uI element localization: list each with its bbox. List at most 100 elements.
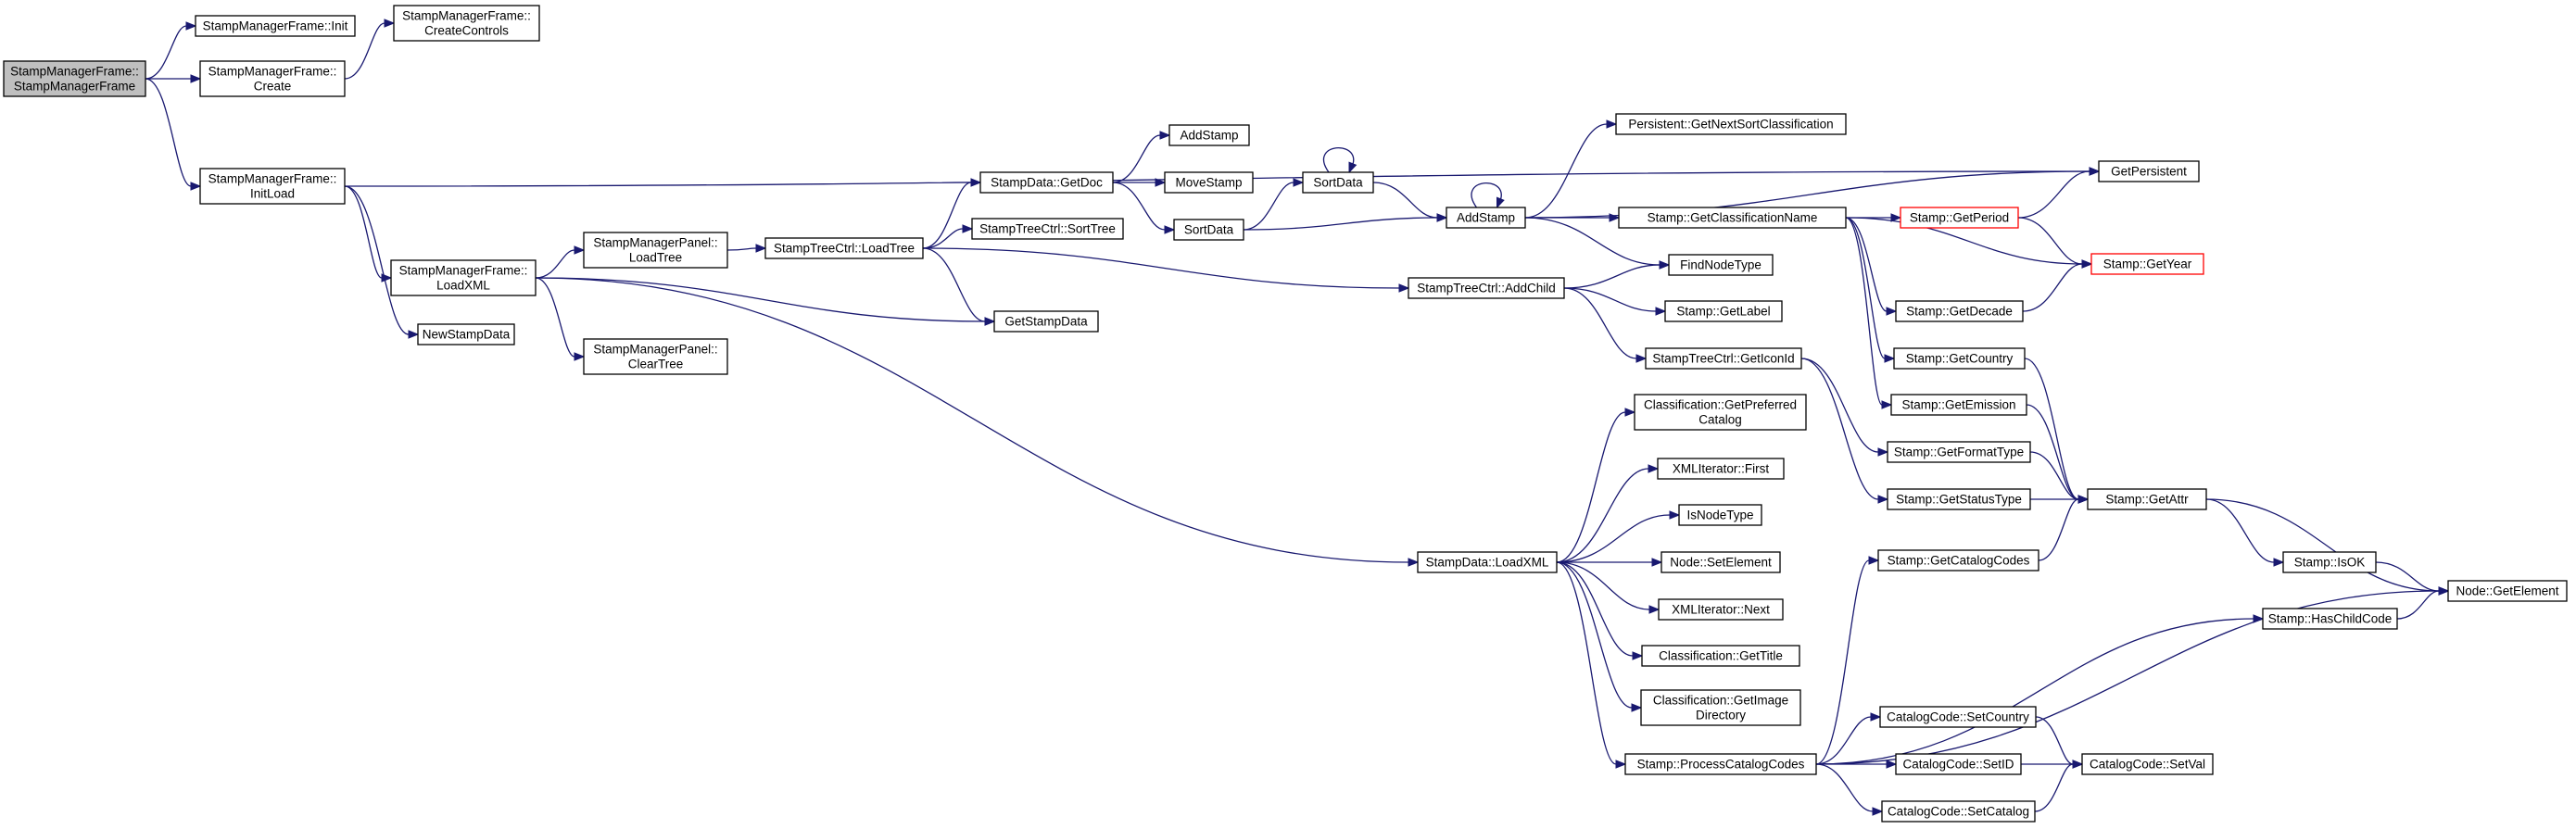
edge-stamp-processcat-to-stamp-haschildcode (1815, 614, 2265, 765)
node-stamp-getcountry[interactable]: Stamp::GetCountry (1893, 347, 2026, 370)
edge-sortdata1-to-addstamp (1372, 182, 1448, 222)
node-sd-getdoc[interactable]: StampData::GetDoc (979, 171, 1114, 194)
node-label: StampTreeCtrl::LoadTree (774, 242, 915, 256)
node-sortdata2[interactable]: SortData (1173, 219, 1244, 241)
node-label: StampTreeCtrl::AddChild (1417, 282, 1556, 295)
node-label: CatalogCode::SetID (1902, 758, 2014, 772)
node-label: SortData (1184, 223, 1234, 237)
node-box (1173, 219, 1244, 241)
node-smf-create[interactable]: StampManagerFrame::Create (199, 60, 346, 97)
node-stc-addchild[interactable]: StampTreeCtrl::AddChild (1408, 277, 1565, 299)
node-isnodetype[interactable]: IsNodeType (1678, 504, 1762, 526)
node-box (1168, 124, 1250, 146)
node-stamp-getemission[interactable]: Stamp::GetEmission (1890, 394, 2027, 416)
node-label: InitLoad (250, 187, 295, 201)
edge-stc-addchild-to-stamp-getlabel (1563, 287, 1667, 316)
node-addstamp-leaf[interactable]: AddStamp (1168, 124, 1250, 146)
node-box (1408, 277, 1565, 299)
node-stamp-getperiod[interactable]: Stamp::GetPeriod (1900, 207, 2019, 229)
node-box (1678, 504, 1762, 526)
node-stamp-getdecade[interactable]: Stamp::GetDecade (1895, 300, 2024, 322)
node-label: ClearTree (628, 358, 684, 371)
node-stamp-getcatcodes[interactable]: Stamp::GetCatalogCodes (1877, 549, 2039, 572)
node-stamp-getclassname[interactable]: Stamp::GetClassificationName (1618, 207, 1847, 229)
node-label: StampManagerFrame:: (208, 65, 337, 79)
node-node-getelement[interactable]: Node::GetElement (2447, 580, 2568, 602)
node-smp-cleartree[interactable]: StampManagerPanel::ClearTree (583, 338, 728, 375)
edge-smf-loadxml-to-smp-loadtree (535, 245, 586, 279)
node-stc-loadtree[interactable]: StampTreeCtrl::LoadTree (764, 237, 924, 259)
edge-stamp-processcat-to-cc-setid (1816, 760, 1898, 769)
node-stamp-processcat[interactable]: Stamp::ProcessCatalogCodes (1624, 753, 1817, 775)
edge-stamp-getperiod-to-stamp-getyear (2017, 217, 2093, 269)
node-box (1895, 300, 2024, 322)
node-movestamp[interactable]: MoveStamp (1164, 171, 1254, 194)
node-newstampdata[interactable]: NewStampData (417, 323, 515, 345)
node-box (764, 237, 924, 259)
node-getpersistent[interactable]: GetPersistent (2098, 160, 2200, 182)
node-label: Stamp::IsOK (2294, 556, 2366, 570)
edge-cc-setcatalog-to-cc-setval (2034, 760, 2084, 812)
node-persistent-gnsc[interactable]: Persistent::GetNextSortClassification (1615, 113, 1847, 135)
node-box (195, 15, 356, 37)
node-label: NewStampData (423, 328, 511, 342)
node-sd-loadxml[interactable]: StampData::LoadXML (1417, 551, 1558, 573)
node-findnodetype[interactable]: FindNodeType (1668, 254, 1774, 276)
node-box (1618, 207, 1847, 229)
node-cc-setcatalog[interactable]: CatalogCode::SetCatalog (1881, 800, 2036, 823)
node-class-gettitle[interactable]: Classification::GetTitle (1641, 645, 1800, 667)
node-stamp-getyear[interactable]: Stamp::GetYear (2090, 253, 2204, 275)
node-label: Stamp::GetDecade (1906, 305, 2013, 319)
node-label: Stamp::ProcessCatalogCodes (1637, 758, 1805, 772)
node-box (2090, 253, 2204, 275)
node-smf-init[interactable]: StampManagerFrame::Init (195, 15, 356, 37)
edge-sd-getdoc-to-addstamp-leaf (1112, 131, 1171, 183)
node-stamp-getformattype[interactable]: Stamp::GetFormatType (1887, 441, 2031, 463)
node-stc-geticonid[interactable]: StampTreeCtrl::GetIconId (1645, 347, 1802, 370)
node-sortdata1[interactable]: SortData (1302, 171, 1374, 194)
node-box (993, 310, 1099, 333)
node-stamp-getattr[interactable]: Stamp::GetAttr (2087, 488, 2207, 510)
edge-sd-loadxml-to-class-gettitle (1556, 561, 1644, 660)
node-stamp-getlabel[interactable]: Stamp::GetLabel (1664, 300, 1783, 322)
node-getstampdata[interactable]: GetStampData (993, 310, 1099, 333)
edge-stamp-getclassname-to-stamp-getcountry (1845, 217, 1896, 363)
edge-stamp-getattr-to-stamp-isok (2205, 498, 2285, 567)
node-cc-setid[interactable]: CatalogCode::SetID (1895, 753, 2022, 775)
node-xmlit-first[interactable]: XMLIterator::First (1657, 458, 1785, 480)
edge-sd-loadxml-to-isnodetype (1556, 510, 1681, 563)
node-smf-initload[interactable]: StampManagerFrame::InitLoad (199, 168, 346, 205)
node-stamp-haschildcode[interactable]: Stamp::HasChildCode (2262, 608, 2398, 630)
node-label: StampManagerFrame (14, 80, 135, 94)
node-label: Stamp::GetCountry (1906, 352, 2014, 366)
edge-stamp-processcat-to-cc-setcountry (1815, 712, 1882, 765)
node-node-setelement[interactable]: Node::SetElement (1661, 551, 1781, 573)
node-label: Classification::GetPreferred (1644, 398, 1797, 412)
node-xmlit-next[interactable]: XMLIterator::Next (1658, 598, 1784, 621)
edge-stamp-getperiod-to-getpersistent (2017, 167, 2101, 219)
node-cc-setcountry[interactable]: CatalogCode::SetCountry (1879, 706, 2037, 728)
node-addstamp[interactable]: AddStamp (1446, 207, 1526, 229)
node-smf-ctor[interactable]: StampManagerFrame::StampManagerFrame (3, 60, 146, 97)
node-box (1446, 207, 1526, 229)
node-label: Stamp::GetYear (2103, 257, 2192, 271)
node-smf-createcontrols[interactable]: StampManagerFrame::CreateControls (393, 5, 540, 42)
node-box (1164, 171, 1254, 194)
node-stamp-getstatustype[interactable]: Stamp::GetStatusType (1887, 488, 2031, 510)
node-box (2087, 488, 2207, 510)
node-stamp-isok[interactable]: Stamp::IsOK (2282, 551, 2377, 573)
edge-stc-loadtree-to-stc-addchild (922, 247, 1410, 293)
node-label: AddStamp (1457, 211, 1515, 225)
edge-stc-loadtree-to-getstampdata (922, 247, 996, 326)
node-smf-loadxml[interactable]: StampManagerFrame::LoadXML (390, 259, 537, 296)
node-label: StampManagerFrame:: (402, 9, 531, 23)
node-cc-setval[interactable]: CatalogCode::SetVal (2081, 753, 2214, 775)
node-label: StampManagerFrame:: (10, 65, 139, 79)
node-smp-loadtree[interactable]: StampManagerPanel::LoadTree (583, 232, 728, 269)
node-box (1890, 394, 2027, 416)
node-stc-sorttree[interactable]: StampTreeCtrl::SortTree (971, 218, 1124, 240)
node-box (199, 168, 346, 205)
node-box (1879, 706, 2037, 728)
